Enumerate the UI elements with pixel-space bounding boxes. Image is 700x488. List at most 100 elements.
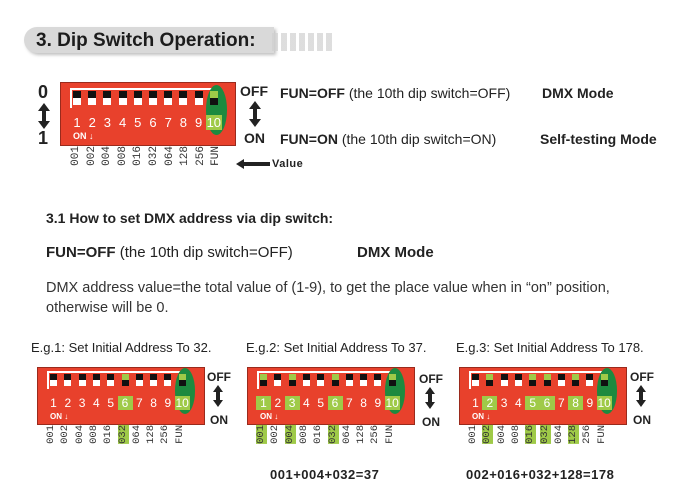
dip-switch-1[interactable] (73, 91, 81, 105)
switch-number-8: 8 (360, 396, 367, 410)
switch-value-3: 004 (73, 425, 86, 444)
switch-number-9: 9 (586, 396, 594, 410)
switch-knob (92, 374, 100, 380)
dip-switch-6[interactable] (121, 374, 129, 386)
fun-off-statement-mode: DMX Mode (357, 244, 434, 261)
switch-value-6: 032 (326, 425, 339, 444)
dip-switch-4[interactable] (92, 374, 100, 386)
switch-number-5: 5 (317, 396, 325, 410)
switch-knob (374, 374, 382, 380)
switch-number-10: 10 (174, 396, 190, 410)
switch-number-5: 5 (107, 396, 115, 410)
dip-switch-4[interactable] (514, 374, 522, 386)
switch-value-1: 001 (70, 146, 82, 166)
switch-value-7: 064 (130, 425, 143, 444)
dip-switch-3[interactable] (78, 374, 86, 386)
switch-knob (88, 91, 97, 98)
switch-knob (529, 380, 537, 386)
switch-knob (345, 374, 353, 380)
switch-number-7: 7 (557, 396, 565, 410)
ex1-off-label: OFF (207, 370, 231, 384)
switch-number-3: 3 (103, 115, 111, 130)
dip-switch-10[interactable] (178, 374, 186, 386)
switch-knob (302, 374, 310, 380)
dip-switch-10[interactable] (388, 374, 396, 386)
switch-knob (194, 91, 203, 98)
switch-number-3: 3 (284, 396, 300, 410)
dip-switch-5[interactable] (529, 374, 537, 386)
dip-switch-9[interactable] (164, 374, 172, 386)
dip-switch-2[interactable] (274, 374, 282, 386)
switch-number-3: 3 (78, 396, 86, 410)
switch-value-8: 128 (355, 425, 368, 444)
dip-switch-7[interactable] (557, 374, 565, 386)
dip-switch-8[interactable] (360, 374, 368, 386)
switch-value-6: 032 (116, 425, 129, 444)
dip-switch-2[interactable] (88, 91, 97, 105)
example-2-caption: E.g.2: Set Initial Address To 37. (246, 340, 427, 355)
switch-number-1: 1 (50, 396, 57, 410)
switch-number-6: 6 (149, 115, 157, 130)
dip-switch-10[interactable] (600, 374, 608, 386)
dip-switch-4[interactable] (302, 374, 310, 386)
dip-switch-9[interactable] (374, 374, 382, 386)
dip-switch-5[interactable] (133, 91, 142, 105)
dip-switch-2[interactable] (64, 374, 72, 386)
dip-switch-1[interactable] (260, 374, 267, 386)
dip-switch-1[interactable] (50, 374, 57, 386)
switch-knob (543, 380, 551, 386)
dip-switch-7[interactable] (164, 91, 173, 105)
dip-switch-7[interactable] (135, 374, 143, 386)
fun-off-statement-desc: (the 10th dip switch=OFF) (119, 244, 293, 261)
dip-switch-6[interactable] (149, 91, 157, 105)
dip-switch-8[interactable] (572, 374, 580, 386)
dip-switch-5[interactable] (317, 374, 325, 386)
dip-switch-6[interactable] (543, 374, 551, 386)
dip-switch-10[interactable] (209, 91, 218, 105)
switch-knob (50, 374, 57, 380)
switch-knob (260, 380, 267, 386)
switch-value-5: 016 (102, 425, 115, 444)
updown-arrow-icon (38, 103, 50, 129)
ex3-on-label: ON (633, 413, 651, 427)
dip-switch-8[interactable] (150, 374, 158, 386)
switch-knob (164, 374, 172, 380)
switch-number-9: 9 (164, 396, 172, 410)
off-label: OFF (240, 83, 268, 99)
dip-switch-2[interactable] (486, 374, 494, 386)
dip-switch-3[interactable] (288, 374, 296, 386)
switch-knob (64, 374, 72, 380)
switch-number-4: 4 (303, 396, 310, 410)
switch-knob (317, 374, 325, 380)
section-title-text: Dip Switch Operation: (57, 30, 256, 51)
dip-switch-1[interactable] (472, 374, 479, 386)
dip-switch-4[interactable] (118, 91, 127, 105)
updown-arrow-icon (636, 385, 646, 407)
switch-number-9: 9 (374, 396, 382, 410)
state-0-label: 0 (38, 82, 49, 102)
switch-knob (586, 374, 594, 380)
switch-value-4: 008 (87, 425, 100, 444)
switch-knob (178, 380, 186, 386)
switch-knob (388, 380, 396, 386)
left-arrow-icon (236, 159, 270, 169)
dip-switch-3[interactable] (103, 91, 112, 105)
switch-value-2: 002 (85, 146, 98, 166)
dip-switch-3[interactable] (500, 374, 508, 386)
switch-knob (600, 380, 608, 386)
dip-switch-9[interactable] (194, 91, 203, 105)
dip-switch-5[interactable] (107, 374, 115, 386)
dip-switch-7[interactable] (345, 374, 353, 386)
dip-switch-6[interactable] (331, 374, 339, 386)
ex2-off-label: OFF (419, 372, 443, 386)
dip-switch-8[interactable] (179, 91, 188, 105)
switch-number-10: 10 (384, 396, 400, 410)
switch-value-8: 128 (567, 425, 580, 444)
dip-switch-9[interactable] (586, 374, 594, 386)
switch-value-10: FUN (210, 146, 223, 166)
switch-number-5: 5 (134, 115, 142, 130)
